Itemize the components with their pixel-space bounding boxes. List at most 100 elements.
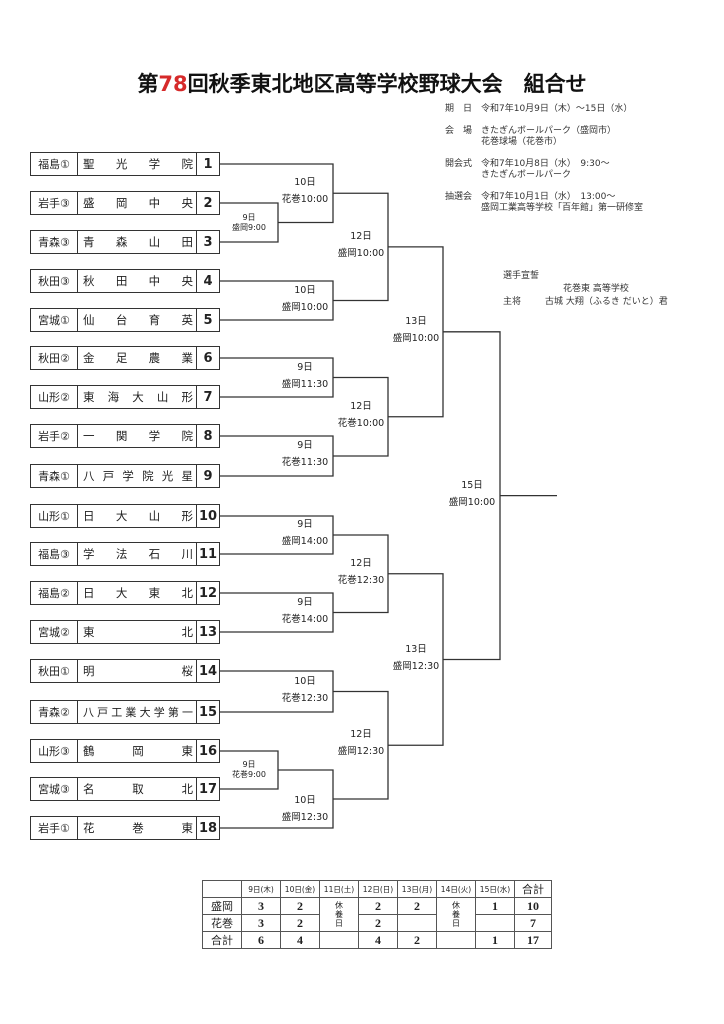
info-value: きたぎんボールパーク（盛岡市）花巻球場（花巻市） xyxy=(481,126,616,148)
team-prefecture-seed: 岩手③ xyxy=(31,192,78,214)
summary-header-cell: 13日(月) xyxy=(397,880,437,898)
info-line: きたぎんボールパーク xyxy=(481,170,572,180)
team-name-char: 聖 xyxy=(83,157,95,171)
team-name: 名取北 xyxy=(78,778,196,800)
match-date: 15日 xyxy=(461,479,483,491)
team-name-char: 石 xyxy=(148,547,161,561)
summary-value-cell: 1 xyxy=(475,931,515,949)
team-name: 盛岡中央 xyxy=(78,192,196,214)
match-label-final: 15日盛岡10:00 xyxy=(442,480,502,508)
team-draw-number: 14 xyxy=(196,660,219,682)
summary-header-cell: 10日(金) xyxy=(280,880,320,898)
match-label-r2-7: 10日花巻12:30 xyxy=(275,676,335,704)
team-name-char: 形 xyxy=(181,509,193,523)
summary-header-row: 9日(木)10日(金)11日(土)12日(日)13日(月)14日(火)15日(水… xyxy=(202,880,552,898)
team-name: 日大東北 xyxy=(78,582,196,604)
team-name-char: 名 xyxy=(83,782,95,796)
team-name: 秋田中央 xyxy=(78,270,196,292)
team-name-char: 工 xyxy=(111,706,123,719)
info-row: 抽選会令和7年10月1日（水） 13:00～盛岡工業高等学校「百年館」第一研修室 xyxy=(445,192,643,214)
info-line: 盛岡工業高等学校「百年館」第一研修室 xyxy=(481,203,644,213)
team-name-char: 英 xyxy=(181,313,193,327)
summary-header-cell: 12日(日) xyxy=(358,880,398,898)
match-date: 10日 xyxy=(294,284,316,296)
team-draw-number: 7 xyxy=(196,386,219,408)
match-date: 9日 xyxy=(242,760,256,769)
team-name-char: 北 xyxy=(181,586,193,600)
team-name-char: 学 xyxy=(83,547,95,561)
captain-label: 主将 xyxy=(503,297,522,307)
match-label-r2-8: 10日盛岡12:30 xyxy=(275,795,335,823)
team-name: 学法石川 xyxy=(78,543,196,565)
team-name-char: 大 xyxy=(139,706,151,719)
team-name-char: 法 xyxy=(115,547,128,561)
team-name-char: 明 xyxy=(83,664,95,678)
match-date: 13日 xyxy=(405,315,427,327)
team-name: 聖光学院 xyxy=(78,153,196,175)
team-name-char: 東 xyxy=(83,625,95,639)
match-date: 10日 xyxy=(294,795,316,806)
match-date: 9日 xyxy=(297,361,313,373)
team-name-char: 山 xyxy=(148,509,161,523)
team-prefecture-seed: 秋田① xyxy=(31,660,78,682)
summary-value-cell: 17 xyxy=(514,931,552,949)
team-draw-number: 16 xyxy=(196,740,219,762)
match-date: 9日 xyxy=(297,519,313,530)
match-label-r1-b: 9日花巻9:00 xyxy=(219,760,279,780)
match-venue-time: 花巻14:00 xyxy=(281,613,329,625)
match-label-r2-5: 9日盛岡14:00 xyxy=(275,519,335,547)
team-prefecture-seed: 秋田③ xyxy=(31,270,78,292)
team-name-char: 東 xyxy=(148,586,161,600)
match-label-sf-1: 13日盛岡10:00 xyxy=(386,316,446,344)
team-name-char: 八 xyxy=(83,469,95,483)
rest-day-char: 休 xyxy=(335,901,343,910)
team-name-char: 岡 xyxy=(132,744,144,758)
summary-header-cell xyxy=(202,880,242,898)
match-label-qf-2: 12日花巻10:00 xyxy=(331,401,391,429)
info-value: 令和7年10月8日（水） 9:30～きたぎんボールパーク xyxy=(481,159,610,181)
tournament-number: 78 xyxy=(158,72,188,96)
info-label: 期 日 xyxy=(445,104,473,114)
match-label-sf-2: 13日盛岡12:30 xyxy=(386,644,446,672)
team-name-char: 田 xyxy=(115,274,128,288)
team-prefecture-seed: 山形② xyxy=(31,386,78,408)
match-venue-time: 盛岡12:30 xyxy=(337,746,385,758)
match-date: 12日 xyxy=(350,557,372,569)
captain-name: 古城 大翔（ふるき だいと）君 xyxy=(545,297,668,307)
summary-value-cell: 2 xyxy=(280,897,320,915)
match-date: 10日 xyxy=(294,675,316,687)
team-name-char: 業 xyxy=(181,351,193,365)
team-name-char: 台 xyxy=(115,313,128,327)
team-name-char: 森 xyxy=(115,235,128,249)
team-name-char: 大 xyxy=(115,586,128,600)
team-name-char: 川 xyxy=(181,547,193,561)
summary-value-cell: 10 xyxy=(514,897,552,915)
title-suffix: 回秋季東北地区高等学校野球大会 組合せ xyxy=(187,72,587,96)
oath-heading: 選手宣誓 xyxy=(503,271,540,281)
summary-value-cell: 4 xyxy=(280,931,320,949)
summary-value-cell xyxy=(475,914,515,932)
match-venue-time: 花巻11:30 xyxy=(281,457,329,468)
match-venue-time: 盛岡11:30 xyxy=(281,378,329,390)
team-name-char: 学 xyxy=(122,469,134,483)
team-name-char: 日 xyxy=(83,509,95,523)
rest-day-char: 養 xyxy=(452,910,460,919)
team-name-char: 形 xyxy=(181,390,194,404)
match-label-r2-2: 10日盛岡10:00 xyxy=(275,285,335,313)
team-name-char: 院 xyxy=(142,469,154,483)
team-name-char: 鶴 xyxy=(83,744,95,758)
info-line: 令和7年10月8日（水） 9:30～ xyxy=(481,159,610,169)
team-name: 鶴岡東 xyxy=(78,740,196,762)
match-venue-time: 花巻10:00 xyxy=(337,417,385,429)
